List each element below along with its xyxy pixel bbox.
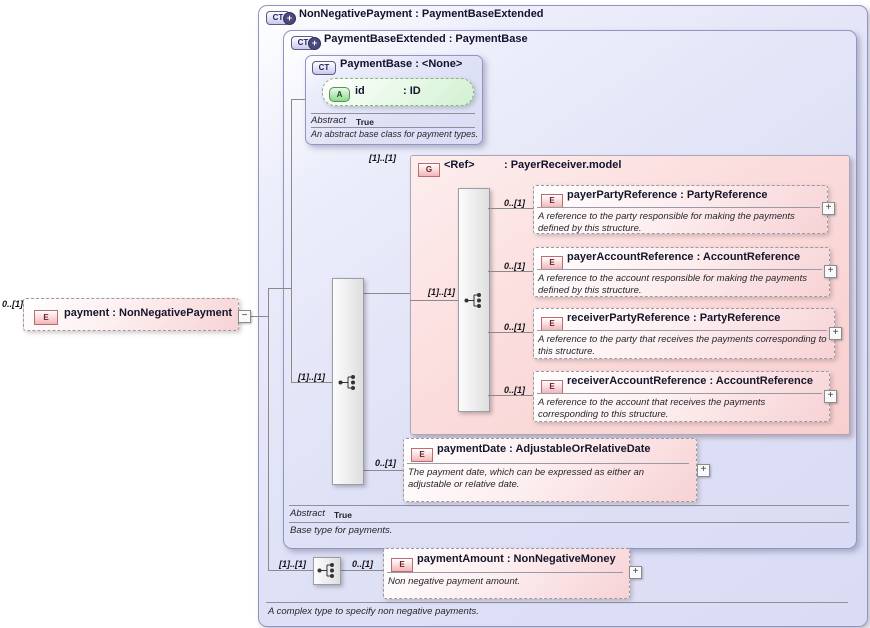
cardinality-label: [1]..[1] [298,372,325,382]
extension-plus-icon: + [308,37,321,50]
cardinality-label: 0..[1] [375,458,397,468]
connector-line [488,271,533,272]
annotation-nonnegativepayment: A complex type to specify non negative p… [268,606,479,617]
connector-line [291,382,332,383]
attribute-icon: A [329,84,350,102]
element-box-paymentdate[interactable] [403,438,697,502]
complextype-header-paymentbase: CT [312,57,336,75]
connector-line [362,470,403,471]
element-icon: E [541,252,563,270]
element-box-receiveraccountreference[interactable] [533,371,830,422]
separator [387,572,623,573]
complextype-header-nonnegativepayment: CT + [266,7,296,25]
connector-line [291,99,306,100]
element-box-payment[interactable] [23,298,239,331]
attribute-type-id: : ID [403,85,421,97]
separator [407,463,689,464]
element-description: A reference to the party that receives t… [538,334,827,357]
separator [537,393,822,394]
complextype-title-paymentbase: PaymentBase : <None> [340,58,463,70]
separator [537,269,822,270]
cardinality-label: 0..[1] [504,198,526,208]
expand-button[interactable]: + [829,327,842,340]
element-icon: E [541,376,563,394]
element-icon: E [34,307,58,325]
complextype-title-nonnegativepayment: NonNegativePayment : PaymentBaseExtended [299,8,544,20]
element-title-payerpartyreference: payerPartyReference : PartyReference [567,189,768,201]
cardinality-label: 0..[1] [504,261,526,271]
separator [289,505,849,506]
expand-button[interactable]: + [629,566,642,579]
cardinality-label: 0..[1] [504,385,526,395]
cardinality-label: [1]..[1] [428,287,455,297]
element-box-payerpartyreference[interactable] [533,185,828,234]
cardinality-label: [1]..[1] [369,153,396,163]
abstract-label: Abstract [290,508,325,519]
connector-line [410,300,458,301]
element-title-paymentdate: paymentDate : AdjustableOrRelativeDate [437,443,651,455]
element-title-payeraccountreference: payerAccountReference : AccountReference [567,251,801,263]
element-icon: E [391,554,413,572]
element-description: A reference to the account that receives… [538,397,766,420]
sequence-icon [338,375,355,390]
complextype-icon: CT [312,61,336,75]
element-description: Non negative payment amount. [388,576,521,587]
element-title-payment: payment : NonNegativePayment [64,307,233,319]
expand-button[interactable]: + [697,464,710,477]
expand-button[interactable]: + [824,265,837,278]
connector-rail [291,99,292,383]
sequence-icon [317,563,334,578]
cardinality-label: 0..[1] [352,559,374,569]
connector-line [268,570,313,571]
abstract-value: True [334,510,352,520]
complextype-header-paymentbaseextended: CT + [291,32,321,50]
separator [311,113,475,114]
complextype-icon: CT + [266,11,296,25]
connector-line [488,208,533,209]
cardinality-label: 0..[1] [504,322,526,332]
connector-line [250,316,268,317]
annotation-paymentbase: An abstract base class for payment types… [311,129,479,139]
element-title-receiveraccountreference: receiverAccountReference : AccountRefere… [567,375,813,387]
connector-line [268,288,291,289]
attribute-name-id: id [355,85,365,97]
cardinality-label: 0..[1] [2,299,24,309]
connector-line [339,570,383,571]
group-icon: G [418,159,440,177]
group-type: : PayerReceiver.model [504,159,622,171]
element-icon: E [541,190,563,208]
element-title-receiverpartyreference: receiverPartyReference : PartyReference [567,312,781,324]
extension-plus-icon: + [283,12,296,25]
annotation-paymentbaseextended: Base type for payments. [290,525,393,536]
abstract-label: Abstract [311,115,346,126]
expand-button[interactable]: + [822,202,835,215]
separator [311,127,475,128]
connector-rail [268,288,269,571]
abstract-value: True [356,117,374,127]
element-description: A reference to the account responsible f… [538,273,807,296]
connector-line [362,293,410,294]
element-icon: E [541,313,563,331]
separator [266,602,848,603]
complextype-title-paymentbaseextended: PaymentBaseExtended : PaymentBase [324,33,528,45]
element-icon: E [411,444,433,462]
expand-button[interactable]: + [824,390,837,403]
group-name: <Ref> [444,159,475,171]
complextype-icon: CT + [291,36,321,50]
cardinality-label: [1]..[1] [279,559,306,569]
collapse-button[interactable]: − [238,310,251,323]
element-box-payeraccountreference[interactable] [533,247,830,297]
separator [537,330,827,331]
sequence-icon [464,293,481,308]
separator [537,207,820,208]
element-box-paymentamount[interactable] [383,548,630,599]
connector-line [488,332,533,333]
element-description: A reference to the party responsible for… [538,211,795,234]
element-description: The payment date, which can be expressed… [408,467,645,490]
element-title-paymentamount: paymentAmount : NonNegativeMoney [417,553,616,565]
separator [289,522,849,523]
connector-line [488,395,533,396]
